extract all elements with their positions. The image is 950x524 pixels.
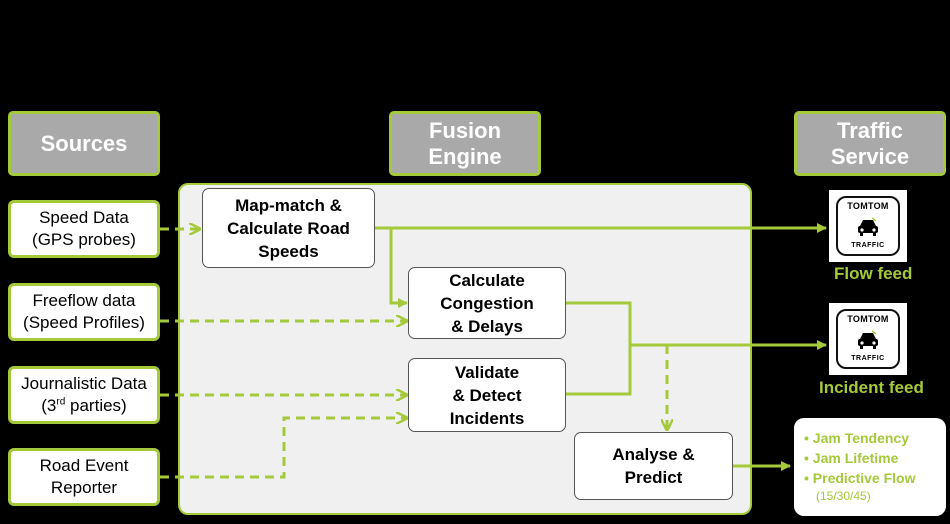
line-validate-out — [566, 345, 632, 396]
source-freeflow-data: Freeflow data (Speed Profiles) — [8, 283, 160, 341]
car-icon — [858, 216, 878, 236]
fusion-engine-header: Fusion Engine — [389, 111, 541, 176]
tomtom-traffic-logo-incident: TOMTOM TRAFFIC — [829, 303, 907, 375]
car-icon — [858, 329, 878, 349]
incident-feed-label: Incident feed — [819, 378, 924, 397]
prediction-item: • Predictive Flow — [804, 470, 916, 486]
traffic-service-header: Traffic Service — [794, 111, 946, 176]
arrow-mapmatch-to-congestion — [389, 228, 408, 308]
source-road-event-reporter: Road Event Reporter — [8, 448, 160, 506]
source-speed-data: Speed Data (GPS probes) — [8, 200, 160, 258]
flow-feed-label: Flow feed — [834, 264, 913, 283]
prediction-item: • Jam Tendency — [804, 430, 910, 446]
process-calculate-congestion: Calculate Congestion & Delays — [408, 267, 566, 339]
source-journalistic-data: Journalistic Data (3rd parties) — [8, 366, 160, 424]
tomtom-traffic-logo-flow: TOMTOM TRAFFIC — [829, 190, 907, 262]
process-map-match: Map-match & Calculate Road Speeds — [202, 188, 375, 268]
prediction-item: • Jam Lifetime — [804, 450, 899, 466]
process-validate-incidents: Validate & Detect Incidents — [408, 358, 566, 432]
prediction-horizon-note: (15/30/45) — [816, 489, 871, 503]
arrow-roadevent-to-validate — [160, 418, 407, 479]
predictions-box: • Jam Tendency • Jam Lifetime • Predicti… — [794, 418, 946, 516]
sources-header: Sources — [8, 111, 160, 176]
line-congestion-out — [566, 301, 632, 345]
process-analyse-predict: Analyse & Predict — [574, 432, 733, 500]
